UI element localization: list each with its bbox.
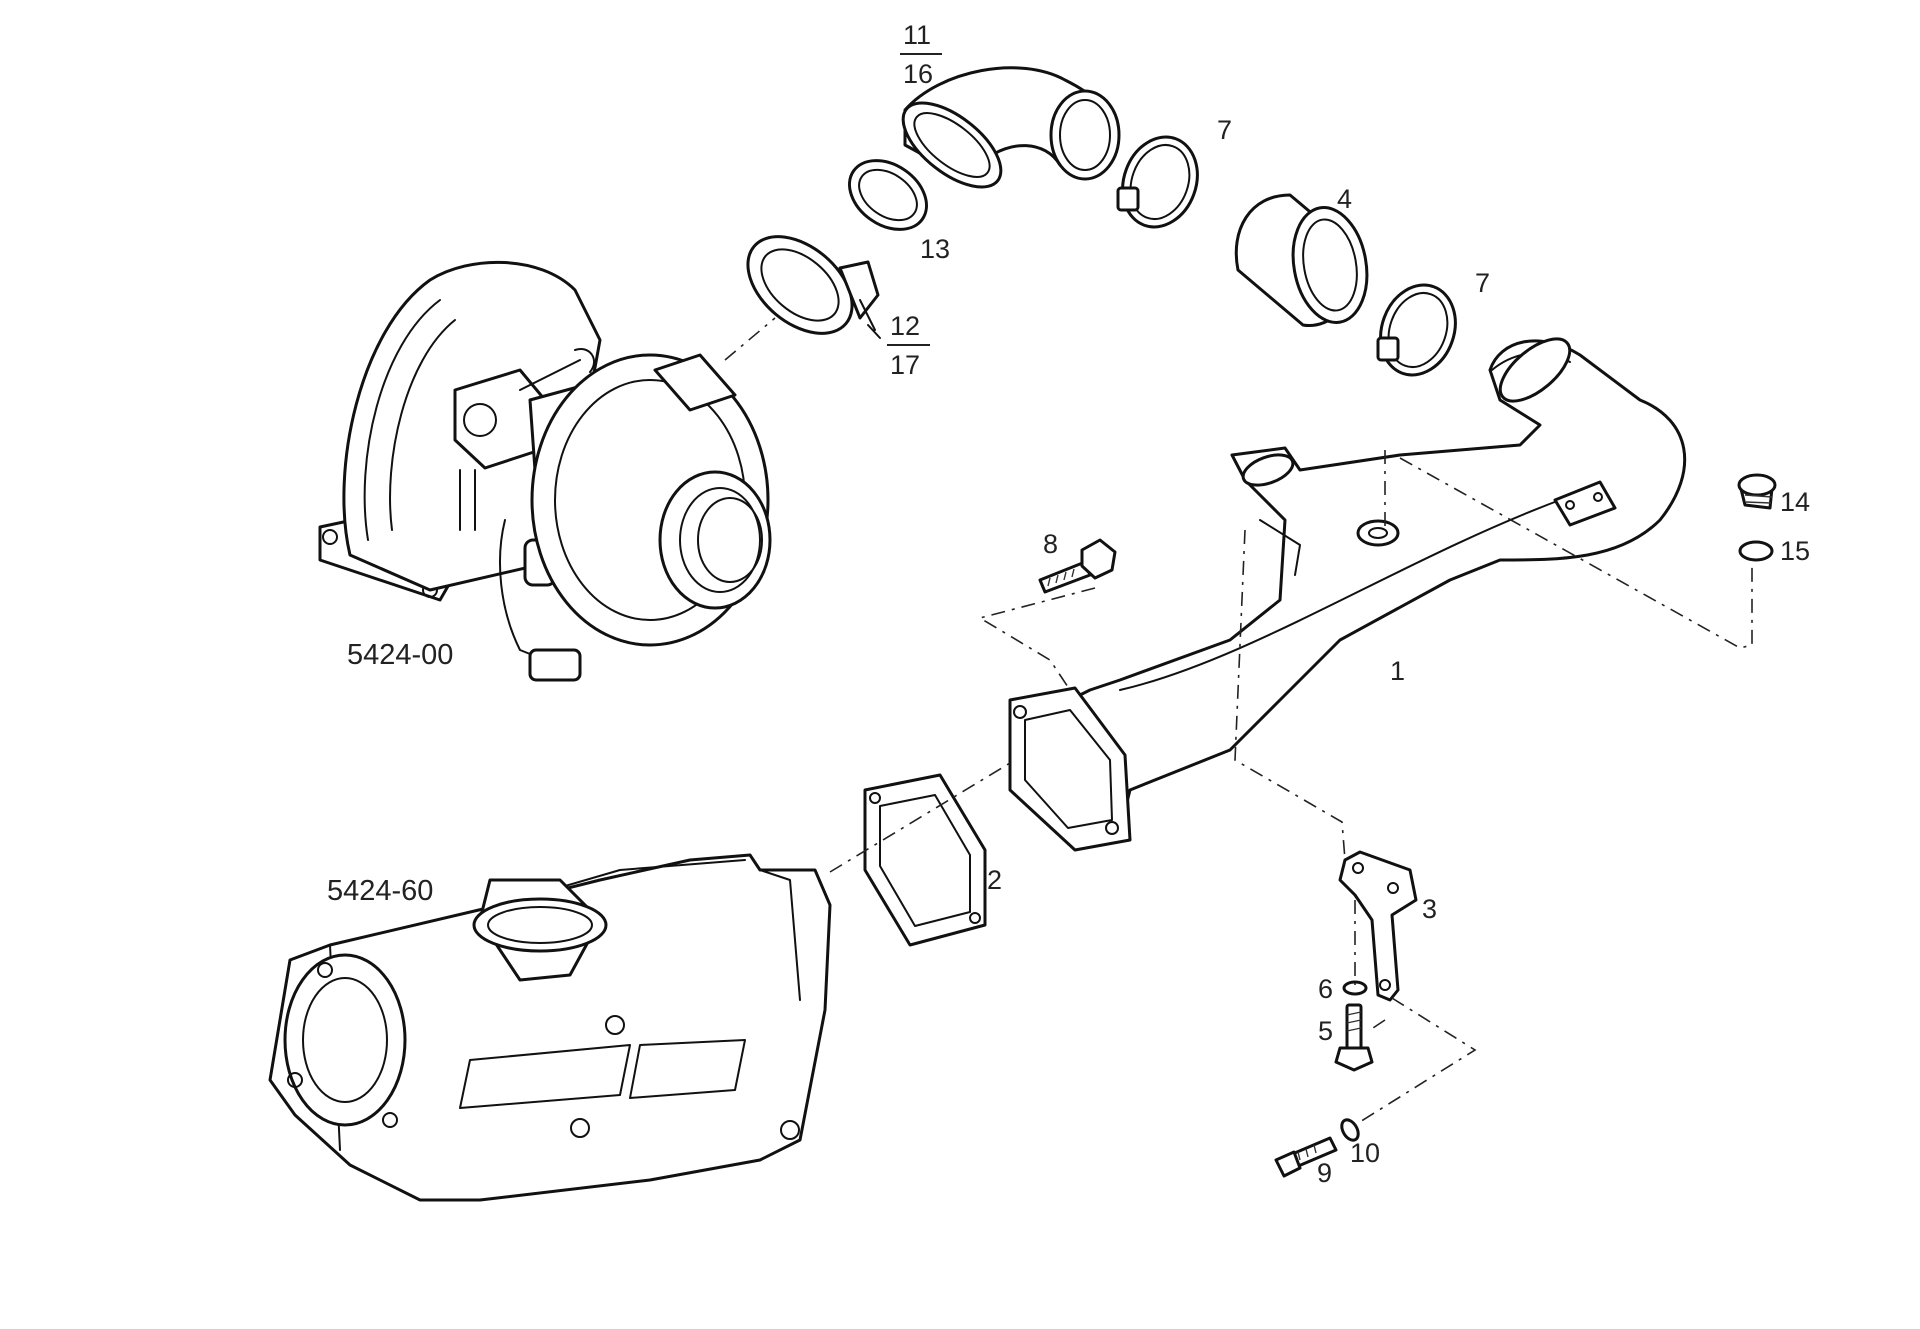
callout-10: 10 <box>1350 1138 1380 1168</box>
washer-6[interactable] <box>1342 980 1368 996</box>
turbocharger-assembly[interactable] <box>318 260 772 682</box>
hose-clamp-upper[interactable] <box>1110 126 1209 237</box>
callout-14: 14 <box>1780 487 1810 517</box>
assembly-center-lines <box>724 317 1753 1126</box>
hose-clamp-lower[interactable] <box>1368 274 1467 385</box>
callout-13: 13 <box>920 234 950 264</box>
group-label-exhaust-manifold: 5424-60 <box>327 875 433 907</box>
callout-9: 9 <box>1317 1158 1332 1188</box>
connecting-hose[interactable] <box>1234 193 1375 328</box>
main-exhaust-pipe[interactable] <box>1008 328 1687 852</box>
callout-5: 5 <box>1318 1016 1333 1046</box>
bolt-9[interactable] <box>1274 1136 1338 1178</box>
callout-8: 8 <box>1043 529 1058 559</box>
callout-7-lower: 7 <box>1475 268 1490 298</box>
callout-4: 4 <box>1337 184 1352 214</box>
v-band-clamp[interactable] <box>730 217 881 352</box>
plug-14[interactable] <box>1737 473 1777 510</box>
bolt-8[interactable] <box>1038 538 1117 594</box>
seal-ring[interactable] <box>836 146 939 243</box>
flange-gasket[interactable] <box>863 773 987 947</box>
callout-1: 1 <box>1390 656 1405 686</box>
mounting-bracket[interactable] <box>1338 850 1418 1002</box>
callout-15: 15 <box>1780 536 1810 566</box>
callout-2: 2 <box>987 865 1002 895</box>
exhaust-manifold-assembly[interactable] <box>268 853 832 1202</box>
bolt-5[interactable] <box>1334 1003 1374 1072</box>
washer-10[interactable] <box>1338 1117 1361 1143</box>
callout-7-upper: 7 <box>1217 115 1232 145</box>
callout-17: 17 <box>890 350 920 380</box>
callout-16: 16 <box>903 59 933 89</box>
callout-11: 11 <box>903 20 931 50</box>
callout-3: 3 <box>1422 894 1437 924</box>
elbow-hose[interactable] <box>889 66 1121 203</box>
group-label-turbocharger: 5424-00 <box>347 639 453 671</box>
callout-6: 6 <box>1318 974 1333 1004</box>
seal-ring-15[interactable] <box>1738 540 1774 562</box>
callout-12: 12 <box>890 311 920 341</box>
